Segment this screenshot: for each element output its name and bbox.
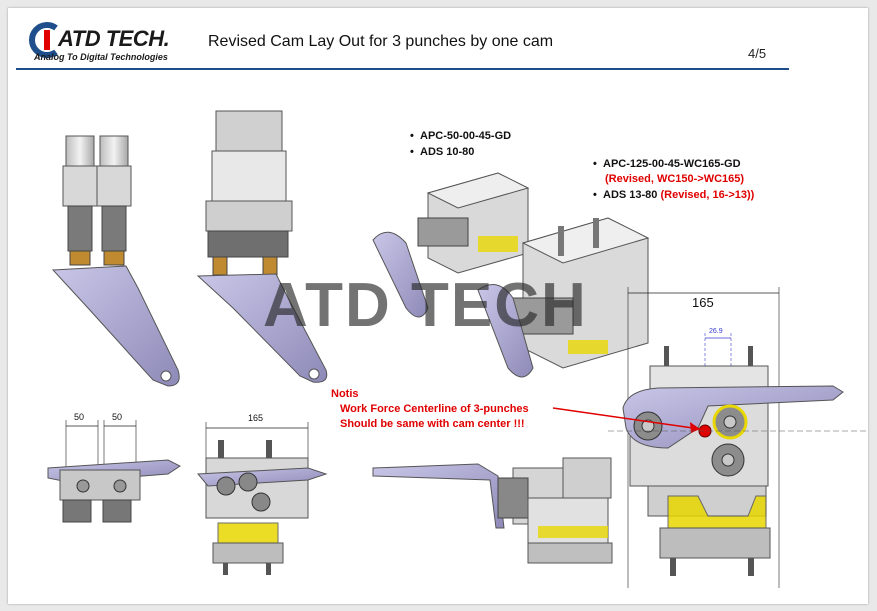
page-number: 4/5 [748,46,767,61]
spec-item: •APC-50-00-45-GD [410,130,512,142]
dimension-label: 165 [248,413,264,423]
watermark: ATD TECH [263,271,588,340]
note-line: Work Force Centerline of 3-punches [340,403,529,415]
dimension-label: 50 [74,412,85,422]
company-logo: ATD TECH. Analog To Digital Technologies [28,20,188,70]
spec-item: •ADS 13-80 (Revised, 16->13)) [593,189,755,201]
header-rule [16,68,789,70]
slide: ATD TECH. Analog To Digital Technologies… [8,8,868,604]
small-unit-isometric [372,172,530,318]
dimension-label: 165 [692,295,714,310]
page-title: Revised Cam Lay Out for 3 punches by one… [208,33,554,50]
spec-text: ADS 13-80 [603,189,661,201]
logo-text: ATD TECH. [58,26,170,51]
spec-item: •APC-125-00-45-WC165-GD [593,158,741,170]
spec-text: ADS 10-80 [420,146,475,158]
note-line: Should be same with cam center !!! [340,418,525,430]
punch-pair-front-view [47,420,181,523]
spec-text: APC-125-00-45-WC165-GD [603,158,741,170]
dimension-label: 26.9 [709,328,723,335]
punch-pair-side-view [51,135,180,387]
spec-item: •ADS 10-80 [410,146,475,158]
logo-tagline: Analog To Digital Technologies [34,52,168,62]
note-heading: Notis [331,388,359,400]
assembly-side-view [372,457,613,564]
cam-detail-view [552,287,868,588]
spec-text: APC-50-00-45-GD [420,130,512,142]
logo-c-icon [29,22,58,58]
large-unit-isometric [477,217,650,378]
three-punch-front-view [196,422,328,575]
cam-drawings [47,110,868,588]
punch-block-side-view [196,110,328,383]
dimension-label: 50 [112,412,123,422]
spec-revision: (Revised, 16->13)) [660,189,755,201]
spec-revision: (Revised, WC150->WC165) [605,173,745,185]
